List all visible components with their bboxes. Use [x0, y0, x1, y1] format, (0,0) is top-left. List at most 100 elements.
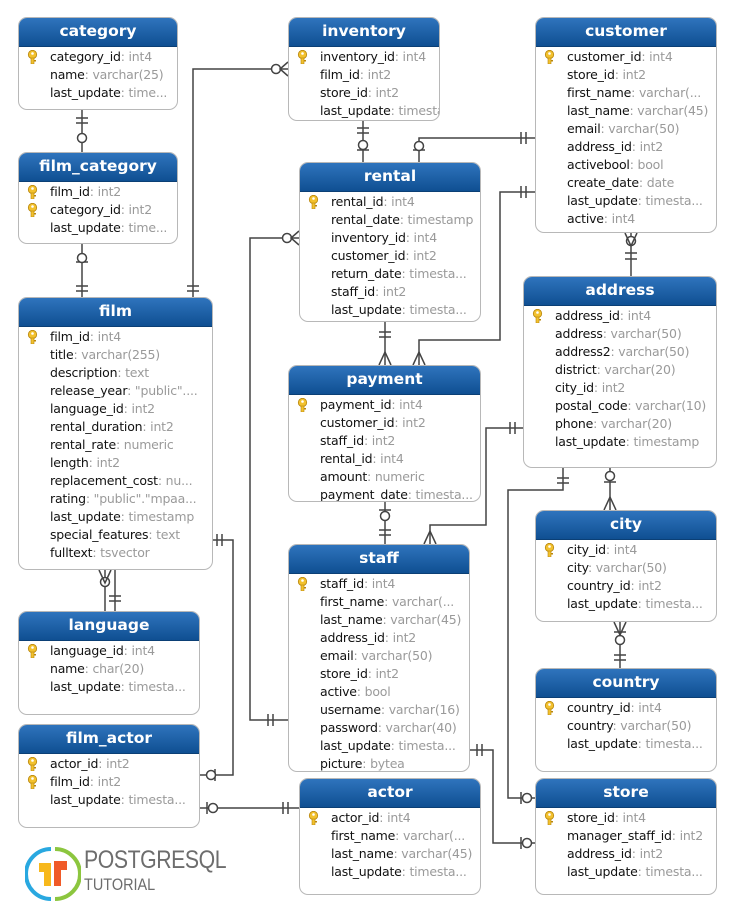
column-row[interactable]: category_id: int4	[19, 48, 177, 66]
column-row[interactable]: language_id: int4	[19, 642, 199, 660]
column-row[interactable]: film_id: int4	[19, 328, 212, 346]
column-row[interactable]: city_id: int2	[555, 380, 626, 395]
column-row[interactable]: address2: varchar(50)	[555, 344, 690, 359]
column-row[interactable]: release_year: "public"....	[50, 383, 198, 398]
column-row[interactable]: last_update: timesta...	[567, 736, 703, 751]
column-row[interactable]: rental_duration: int2	[50, 419, 174, 434]
column-row[interactable]: amount: numeric	[320, 469, 425, 484]
column-row[interactable]: store_id: int2	[320, 666, 399, 681]
column-row[interactable]: name: varchar(25)	[50, 67, 164, 82]
column-row[interactable]: country_id: int4	[536, 699, 716, 717]
column-row[interactable]: customer_id: int2	[320, 415, 426, 430]
column-row[interactable]: actor_id: int2	[19, 755, 199, 773]
column-row[interactable]: district: varchar(20)	[555, 362, 676, 377]
column-row[interactable]: address_id: int2	[567, 846, 664, 861]
column-row[interactable]: language_id: int2	[50, 401, 155, 416]
column-row[interactable]: last_update: timesta...	[289, 102, 439, 120]
column-row[interactable]: store_id: int2	[320, 85, 399, 100]
column-row[interactable]: rental_rate: numeric	[50, 437, 174, 452]
column-row[interactable]: store_id: int2	[567, 67, 646, 82]
column-row[interactable]: staff_id: int2	[331, 284, 407, 299]
column-row[interactable]: category_id: int2	[19, 201, 177, 219]
column-row[interactable]: city: varchar(50)	[567, 560, 667, 575]
column-row[interactable]: email: varchar(50)	[567, 121, 680, 136]
column-row[interactable]: last_update: timesta...	[567, 193, 703, 208]
column-row[interactable]: film_id: int2	[320, 67, 392, 82]
column-row[interactable]: active: int4	[567, 211, 636, 226]
column-row[interactable]: country_id: int2	[567, 578, 662, 593]
column-row[interactable]: last_update: timesta...	[567, 596, 703, 611]
column-row[interactable]: inventory_id: int4	[289, 48, 439, 66]
column-row[interactable]: actor_id: int4	[300, 809, 480, 827]
column-row[interactable]: phone: varchar(20)	[555, 416, 672, 431]
column-row[interactable]: last_update: timestamp	[555, 434, 700, 449]
column-row[interactable]: staff_id: int4	[289, 575, 469, 593]
column-row[interactable]: create_date: date	[567, 175, 675, 190]
column-row[interactable]: last_update: timesta...	[331, 864, 467, 879]
column-row[interactable]: address_id: int2	[567, 139, 664, 154]
column-row[interactable]: store_id: int4	[536, 809, 716, 827]
column-row[interactable]: first_name: varchar(...	[331, 828, 466, 843]
column-row[interactable]: last_update: time...	[50, 220, 168, 235]
column-row[interactable]: first_name: varchar(...	[567, 85, 702, 100]
column-row[interactable]: country: varchar(50)	[567, 718, 692, 733]
column-row[interactable]: last_update: timestamp	[50, 509, 195, 524]
column-row[interactable]: first_name: varchar(...	[320, 594, 455, 609]
column-row[interactable]: active: bool	[320, 684, 391, 699]
column-row[interactable]: length: int2	[50, 455, 120, 470]
column-row[interactable]: last_update: timesta...	[50, 792, 186, 807]
column-row[interactable]: last_update: timesta...	[50, 679, 186, 694]
column-row[interactable]: picture: bytea	[320, 756, 405, 771]
column-row[interactable]: password: varchar(40)	[320, 720, 457, 735]
column-row[interactable]: city_id: int4	[536, 541, 716, 559]
column-row[interactable]: name: char(20)	[50, 661, 145, 676]
column-row[interactable]: return_date: timesta...	[331, 266, 467, 281]
column-row[interactable]: rental_date: timestamp	[331, 212, 474, 227]
column-row[interactable]: address_id: int4	[524, 307, 716, 325]
column-row[interactable]: customer_id: int2	[331, 248, 437, 263]
column-row[interactable]: replacement_cost: nu...	[50, 473, 193, 488]
column-row[interactable]: rating: "public"."mpaa...	[50, 491, 197, 506]
column-row[interactable]: payment_date: timesta...	[320, 487, 473, 502]
column-row[interactable]: manager_staff_id: int2	[567, 828, 704, 843]
column-row[interactable]: last_update: timesta...	[320, 738, 456, 753]
column-row[interactable]: film_id: int2	[19, 183, 177, 201]
column-row[interactable]: fulltext: tsvector	[50, 545, 150, 560]
column-row[interactable]: title: varchar(255)	[50, 347, 160, 362]
column-row[interactable]: staff_id: int2	[320, 433, 396, 448]
column-row[interactable]: last_update: timesta...	[567, 864, 703, 879]
column-row[interactable]: username: varchar(16)	[320, 702, 460, 717]
column-row[interactable]: rental_id: int4	[300, 193, 480, 211]
column-row[interactable]: email: varchar(50)	[320, 648, 433, 663]
column-row[interactable]: address: varchar(50)	[555, 326, 682, 341]
column-row[interactable]: rental_id: int4	[320, 451, 404, 466]
column-row[interactable]: last_name: varchar(45)	[331, 846, 473, 861]
column-row[interactable]: description: text	[50, 365, 149, 380]
column-row[interactable]: last_update: timesta...	[331, 302, 467, 317]
column-row[interactable]: inventory_id: int4	[331, 230, 437, 245]
column-row[interactable]: activebool: bool	[567, 157, 664, 172]
column-row[interactable]: payment_id: int4	[289, 396, 480, 414]
column-row[interactable]: postal_code: varchar(10)	[555, 398, 707, 413]
column-row[interactable]: customer_id: int4	[536, 48, 716, 66]
column-row[interactable]: address_id: int2	[320, 630, 417, 645]
column-row[interactable]: last_name: varchar(45)	[320, 612, 462, 627]
column-row[interactable]: film_id: int2	[19, 773, 199, 791]
column-row[interactable]: last_name: varchar(45)	[567, 103, 709, 118]
column-row[interactable]: last_update: time...	[50, 85, 168, 100]
